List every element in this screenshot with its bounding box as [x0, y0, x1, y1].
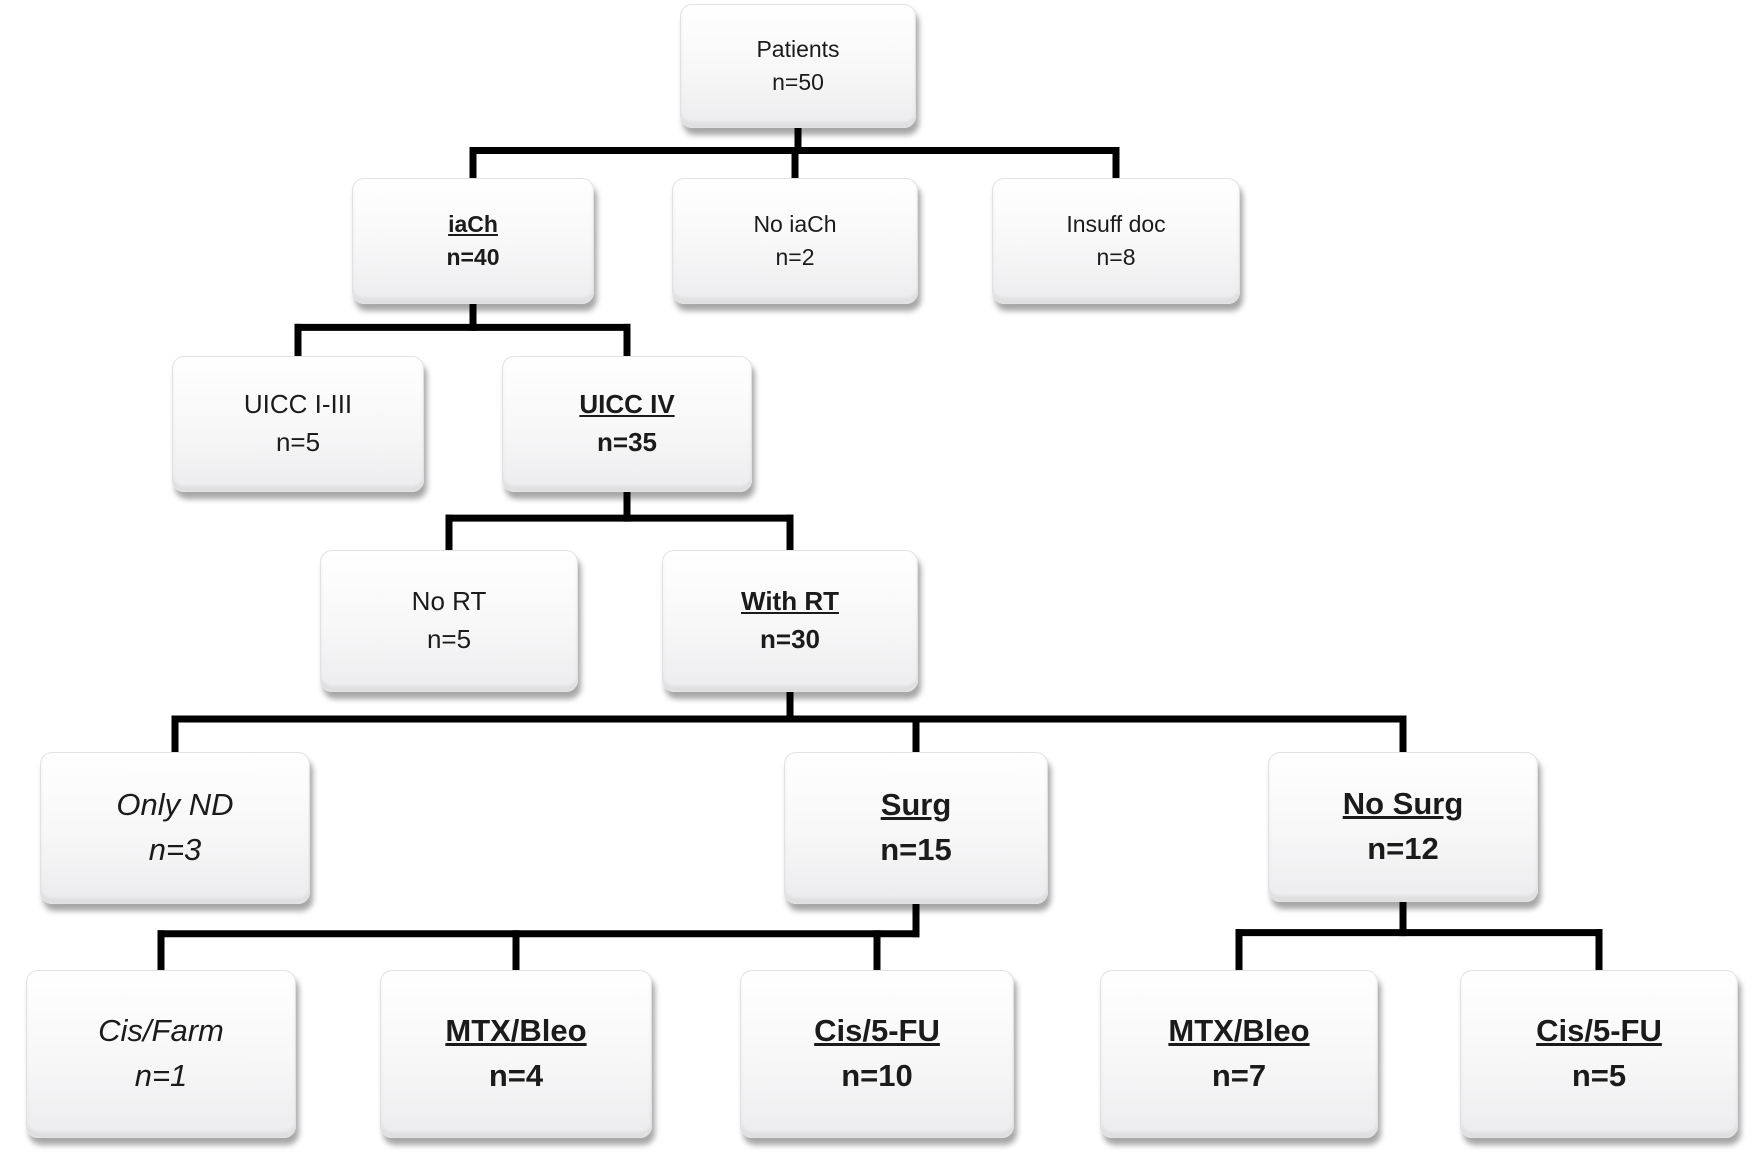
node-label: No iaCh — [753, 210, 837, 237]
node-label: Cis/Farm — [98, 1013, 224, 1049]
node-patients: Patients n=50 — [680, 4, 916, 128]
node-count: n=35 — [597, 427, 657, 457]
node-no-rt: No RT n=5 — [320, 550, 578, 692]
node-only-nd: Only ND n=3 — [40, 752, 310, 904]
node-cis-5fu-no-surg: Cis/5-FU n=5 — [1460, 970, 1738, 1138]
node-count: n=8 — [1096, 244, 1136, 270]
node-count: n=10 — [841, 1058, 913, 1093]
node-count: n=50 — [772, 69, 824, 95]
node-iach: iaCh n=40 — [352, 178, 594, 304]
node-count: n=7 — [1211, 1058, 1267, 1093]
node-label: With RT — [741, 586, 839, 617]
node-count: n=3 — [148, 832, 202, 867]
node-label: MTX/Bleo — [445, 1013, 587, 1049]
node-label: No RT — [411, 586, 487, 617]
node-mtx-bleo-no-surg: MTX/Bleo n=7 — [1100, 970, 1378, 1138]
node-label: Cis/5-FU — [1536, 1013, 1662, 1049]
node-no-surg: No Surg n=12 — [1268, 752, 1538, 902]
node-count: n=5 — [275, 427, 321, 457]
node-count: n=40 — [446, 244, 500, 270]
node-count: n=4 — [488, 1058, 544, 1093]
node-insuff-doc: Insuff doc n=8 — [992, 178, 1240, 304]
node-label: UICC IV — [579, 389, 675, 420]
node-surg: Surg n=15 — [784, 752, 1048, 904]
node-label: Patients — [756, 35, 840, 62]
node-label: Insuff doc — [1066, 210, 1166, 237]
node-count: n=15 — [880, 832, 952, 867]
node-mtx-bleo-surg: MTX/Bleo n=4 — [380, 970, 652, 1138]
node-label: Cis/5-FU — [814, 1013, 940, 1049]
node-uicc-iv: UICC IV n=35 — [502, 356, 752, 492]
node-label: Surg — [880, 787, 952, 823]
node-cis-5fu-surg: Cis/5-FU n=10 — [740, 970, 1014, 1138]
node-cis-farm: Cis/Farm n=1 — [26, 970, 296, 1138]
node-label: MTX/Bleo — [1168, 1013, 1310, 1049]
node-count: n=30 — [760, 624, 820, 654]
node-count: n=5 — [426, 624, 472, 654]
node-label: iaCh — [448, 210, 498, 237]
node-label: No Surg — [1342, 786, 1464, 822]
node-no-iach: No iaCh n=2 — [672, 178, 918, 304]
node-label: UICC I-III — [243, 389, 353, 420]
node-count: n=2 — [775, 244, 815, 270]
node-count: n=5 — [1571, 1058, 1627, 1093]
node-uicc-i-iii: UICC I-III n=5 — [172, 356, 424, 492]
node-count: n=1 — [134, 1058, 188, 1093]
node-count: n=12 — [1367, 831, 1439, 866]
node-label: Only ND — [116, 787, 234, 823]
node-with-rt: With RT n=30 — [662, 550, 918, 692]
